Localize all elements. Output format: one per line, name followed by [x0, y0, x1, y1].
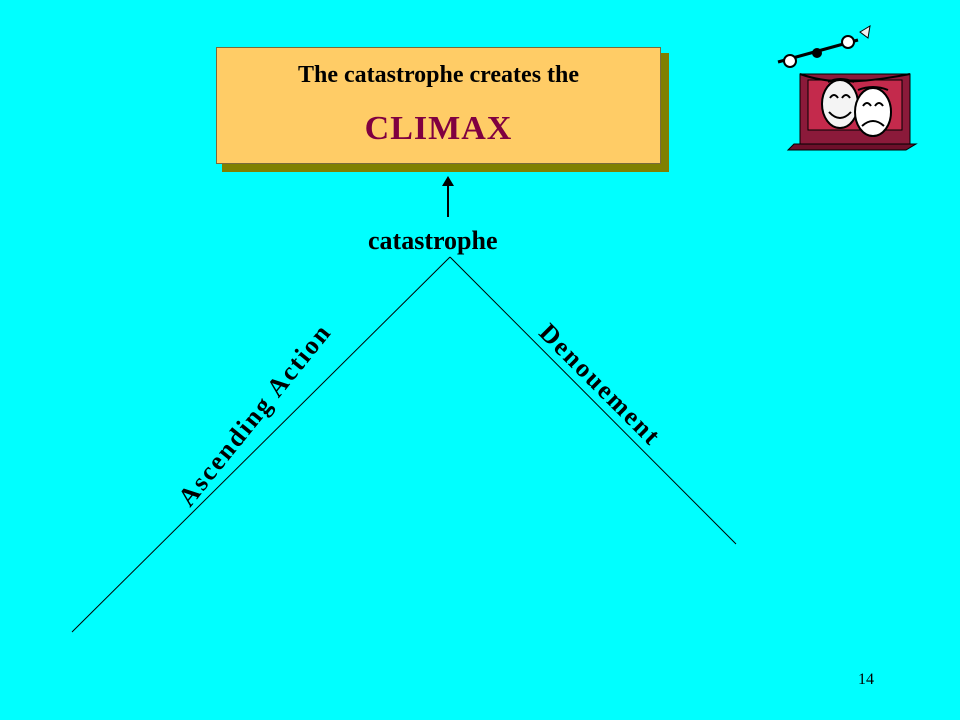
climax-box-line2: CLIMAX	[364, 110, 513, 147]
comedy-mask	[821, 78, 859, 129]
climax-box: The catastrophe creates the CLIMAX	[216, 47, 661, 164]
denouement-line	[449, 256, 737, 545]
up-arrow-icon	[442, 176, 454, 217]
catastrophe-label: catastrophe	[368, 226, 498, 255]
theater-masks-icon	[777, 25, 918, 151]
climax-box-line1: The catastrophe creates the	[297, 62, 580, 88]
tragedy-mask	[854, 86, 892, 137]
clipart-spotlight-bar	[777, 25, 871, 68]
ascending-action-line	[71, 256, 451, 633]
page-number: 14	[858, 671, 874, 688]
